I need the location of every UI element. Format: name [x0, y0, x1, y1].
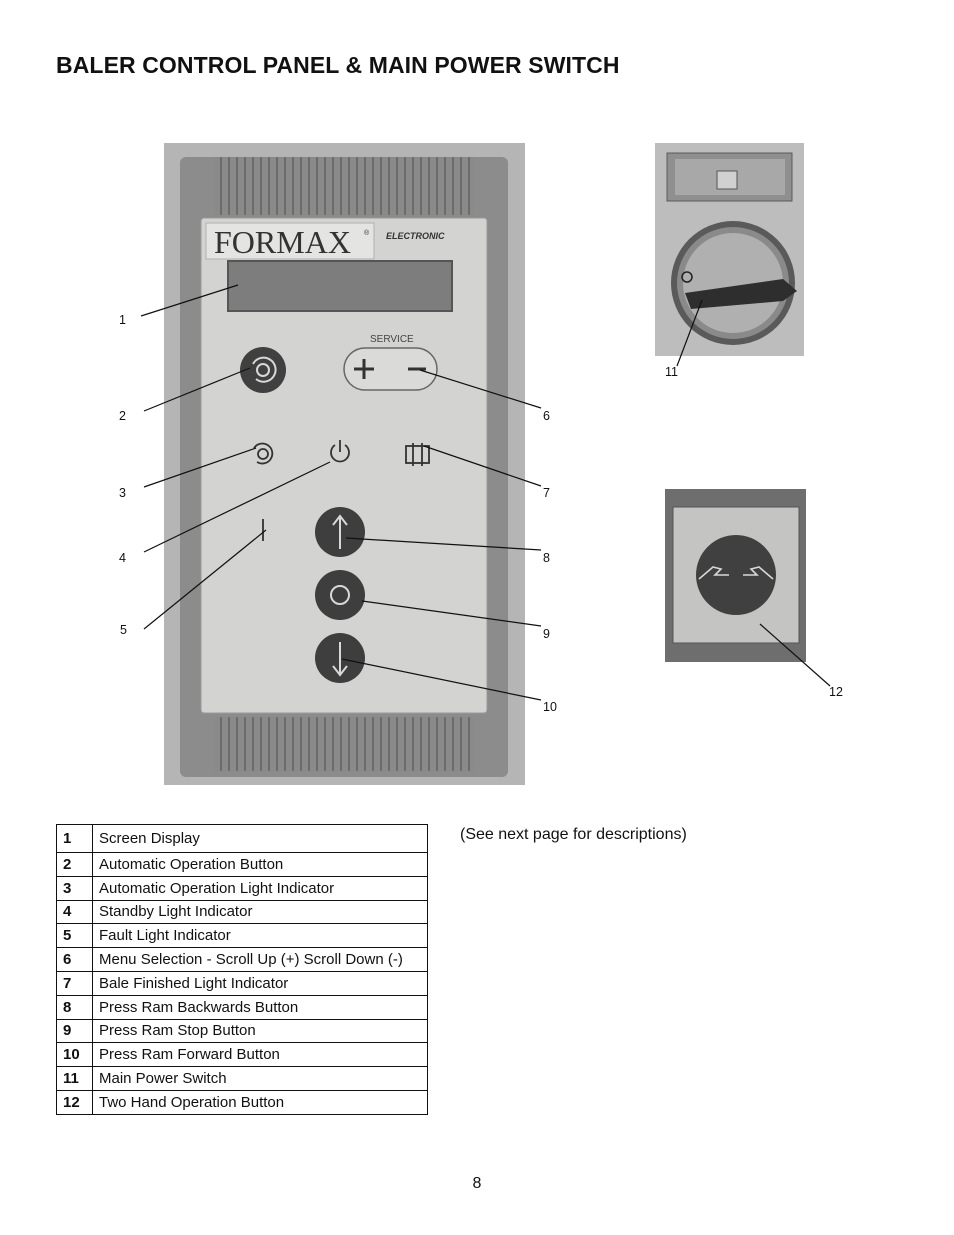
callout-4: 4 — [119, 551, 126, 565]
brand-mark: ® — [364, 229, 370, 237]
legend-label: Fault Light Indicator — [92, 923, 428, 949]
legend-number: 6 — [56, 947, 93, 972]
off-position-icon — [681, 271, 693, 283]
legend-number: 1 — [56, 824, 93, 853]
legend-number: 10 — [56, 1042, 93, 1068]
page-title: BALER CONTROL PANEL & MAIN POWER SWITCH — [56, 52, 620, 78]
arrow-up-icon — [332, 514, 348, 549]
callout-12: 12 — [829, 685, 843, 699]
legend-label: Press Ram Stop Button — [92, 1018, 428, 1044]
legend-label: Standby Light Indicator — [92, 899, 428, 925]
callout-3: 3 — [119, 486, 126, 500]
callout-2: 2 — [119, 409, 126, 423]
legend-label: Main Power Switch — [92, 1066, 428, 1091]
legend-label: Press Ram Forward Button — [92, 1042, 428, 1068]
legend-number: 12 — [56, 1089, 93, 1115]
legend-number: 8 — [56, 994, 93, 1020]
legend-number: 11 — [56, 1066, 93, 1091]
callout-10: 10 — [543, 700, 557, 714]
callout-6: 6 — [543, 409, 550, 423]
legend-number: 4 — [56, 899, 93, 925]
two-hand-button — [696, 535, 776, 615]
automatic-operation-button — [240, 347, 286, 393]
see-next-page-note: (See next page for descriptions) — [460, 826, 687, 843]
automatic-cycle-icon — [252, 356, 277, 383]
stop-icon — [330, 585, 350, 605]
control-panel-photo: FORMAX ® ELECTRONIC SERVICE — [164, 143, 525, 785]
two-hand-button-photo — [665, 489, 806, 662]
standby-icon — [330, 440, 350, 463]
callout-11: 11 — [665, 365, 678, 379]
callout-9: 9 — [543, 627, 550, 641]
electronic-label: ELECTRONIC — [386, 231, 445, 241]
service-label: SERVICE — [370, 334, 414, 345]
formax-brand: FORMAX — [214, 224, 351, 260]
rotary-switch-handle — [685, 279, 797, 309]
plus-icon — [354, 359, 374, 379]
ram-stop-button — [315, 570, 365, 620]
legend-label: Screen Display — [92, 824, 428, 853]
callout-7: 7 — [543, 486, 550, 500]
legend-number: 3 — [56, 875, 93, 901]
callout-5: 5 — [120, 623, 127, 637]
legend-number: 9 — [56, 1018, 93, 1044]
power-symbol-icon — [716, 170, 738, 190]
page-number: 8 — [472, 1175, 482, 1192]
legend-label: Bale Finished Light Indicator — [92, 970, 428, 996]
legend-label: Two Hand Operation Button — [92, 1089, 428, 1115]
main-power-switch-photo — [655, 143, 804, 356]
legend-label: Automatic Operation Button — [92, 852, 428, 877]
legend-label: Automatic Operation Light Indicator — [92, 875, 428, 901]
screen-display — [227, 260, 453, 312]
service-button — [343, 347, 438, 391]
legend-number: 7 — [56, 970, 93, 996]
legend-number: 2 — [56, 852, 93, 877]
legend-label: Menu Selection - Scroll Up (+) Scroll Do… — [92, 947, 428, 972]
legend-label: Press Ram Backwards Button — [92, 994, 428, 1020]
legend-number: 5 — [56, 923, 93, 949]
callout-8: 8 — [543, 551, 550, 565]
two-hands-icon — [698, 566, 774, 580]
callout-1: 1 — [119, 313, 126, 327]
